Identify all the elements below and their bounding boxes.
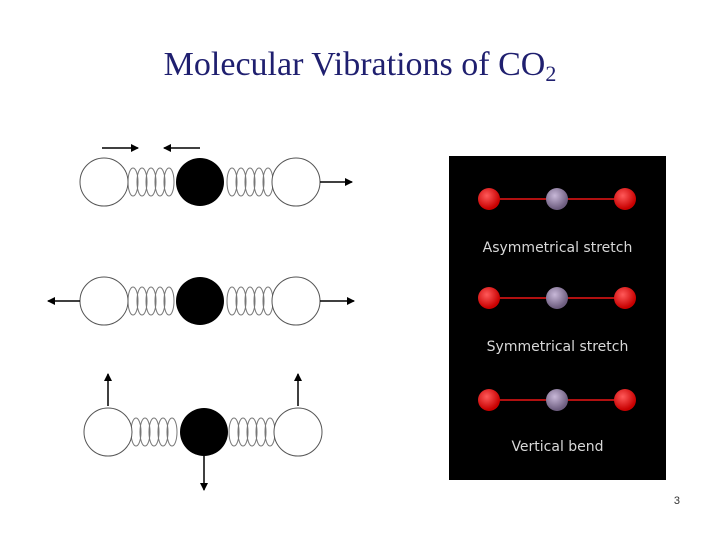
oxygen-atom — [478, 287, 500, 309]
page-number: 3 — [673, 495, 680, 507]
carbon-atom — [176, 277, 224, 325]
oxygen-atom — [614, 389, 636, 411]
diagram-row-bend — [83, 373, 323, 491]
spring-left — [130, 417, 178, 447]
oxygen-atom — [478, 389, 500, 411]
panel-molecules — [478, 188, 636, 411]
oxygen-atom-right — [273, 407, 323, 457]
slide-title-subscript: 2 — [545, 61, 557, 86]
spring-left — [127, 167, 175, 197]
oxygen-atom-left — [79, 276, 129, 326]
carbon-atom — [180, 408, 228, 456]
carbon-atom — [546, 389, 568, 411]
oxygen-atom-right — [271, 276, 321, 326]
molecule-bend — [478, 389, 636, 411]
oxygen-atom — [614, 188, 636, 210]
slide-title: Molecular Vibrations of CO2 — [0, 46, 720, 87]
slide-title-text: Molecular Vibrations of CO — [163, 46, 546, 83]
carbon-atom — [546, 188, 568, 210]
oxygen-atom — [614, 287, 636, 309]
co2-vibration-diagram — [47, 144, 355, 491]
carbon-atom — [546, 287, 568, 309]
spring-left — [127, 286, 175, 316]
label-symmetric-stretch: Symmetrical stretch — [486, 339, 629, 355]
oxygen-atom-right — [271, 157, 321, 207]
spring-right — [228, 417, 276, 447]
oxygen-atom — [478, 188, 500, 210]
molecule-asymmetric — [478, 188, 636, 210]
spring-right — [226, 286, 274, 316]
diagram-row-symmetric — [47, 276, 355, 326]
label-asymmetric-stretch: Asymmetrical stretch — [482, 240, 633, 256]
diagram-row-asymmetric — [79, 144, 353, 207]
carbon-atom — [176, 158, 224, 206]
label-vertical-bend: Vertical bend — [511, 439, 604, 455]
animation-panel: Asymmetrical stretch Symmetrical stretch… — [449, 156, 666, 480]
spring-right — [226, 167, 274, 197]
oxygen-atom-left — [79, 157, 129, 207]
molecule-symmetric — [478, 287, 636, 309]
oxygen-atom-left — [83, 407, 133, 457]
